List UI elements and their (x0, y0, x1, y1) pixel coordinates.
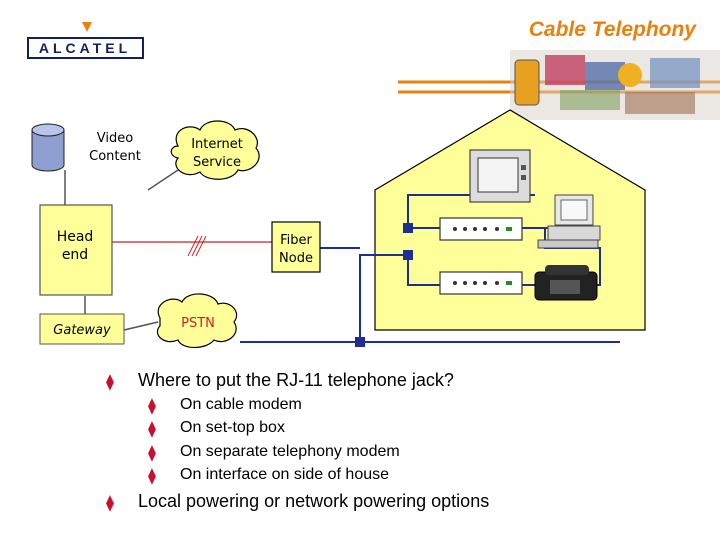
bullet-marker-icon: ⧫ (148, 421, 156, 438)
bullet-text: Where to put the RJ-11 telephone jack? (138, 370, 454, 390)
internet-service-cloud (170, 120, 260, 180)
bullet-text: On separate telephony modem (180, 443, 400, 460)
head-end-box (39, 204, 113, 296)
alcatel-logo: ALCATEL (27, 22, 144, 59)
bullet-rj11-question: ⧫ Where to put the RJ-11 telephone jack? (106, 370, 454, 391)
fiber-node-label-2: Node (279, 251, 313, 266)
gateway-box (39, 313, 125, 345)
gateway-label: Gateway (53, 323, 111, 338)
bullet-house-interface: ⧫ On interface on side of house (148, 466, 390, 485)
head-end-label-2: end (62, 247, 88, 263)
bullet-text: On cable modem (180, 396, 302, 413)
video-content-label-2: Content (89, 149, 141, 164)
bullet-powering-options: ⧫ Local powering or network powering opt… (106, 491, 490, 512)
page-title: Cable Telephony (528, 18, 696, 41)
network-links (64, 161, 360, 331)
computer-icon (537, 194, 601, 249)
video-content-label-1: Video (97, 131, 133, 146)
bullet-text: Local powering or network powering optio… (138, 491, 490, 511)
head-end-label-1: Head (57, 229, 94, 245)
logo-text: ALCATEL (39, 40, 131, 56)
bullet-marker-icon: ⧫ (106, 495, 114, 512)
internet-service-label-1: Internet (191, 137, 243, 152)
television-icon (469, 149, 531, 203)
pstn-label: PSTN (181, 316, 215, 331)
bullet-text: On interface on side of house (180, 466, 390, 483)
header-banner (398, 50, 720, 120)
fiber-node-box (271, 221, 321, 273)
bullet-set-top-box: ⧫ On set-top box (148, 419, 285, 438)
bullet-marker-icon: ⧫ (106, 374, 114, 391)
pstn-cloud (156, 293, 238, 349)
set-top-box-icon (439, 271, 523, 295)
fiber-node-label-1: Fiber (280, 233, 312, 248)
telephone-icon (534, 265, 598, 301)
database-icon (31, 123, 65, 172)
bullet-marker-icon: ⧫ (148, 445, 156, 462)
bullet-marker-icon: ⧫ (148, 468, 156, 485)
bullet-telephony-modem: ⧫ On separate telephony modem (148, 443, 400, 462)
cable-modem-icon (439, 217, 523, 241)
bullet-marker-icon: ⧫ (148, 398, 156, 415)
bullet-cable-modem: ⧫ On cable modem (148, 396, 302, 415)
internet-service-label-2: Service (193, 155, 241, 170)
bullet-text: On set-top box (180, 419, 285, 436)
